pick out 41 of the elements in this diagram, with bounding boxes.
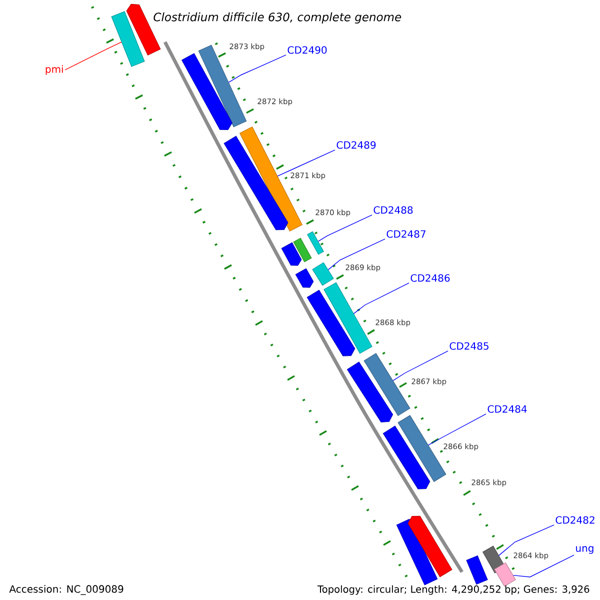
leader-line: [228, 54, 286, 83]
accession-text: Accession: NC_009089: [9, 585, 124, 595]
leader-line: [512, 554, 574, 578]
gene-block: [182, 53, 232, 130]
gene-label: CD2489: [336, 141, 376, 149]
gene-block: [364, 353, 410, 416]
leader-line: [318, 214, 372, 242]
gene-block: [382, 426, 430, 490]
leader-line: [392, 350, 448, 381]
gene-block: [111, 11, 145, 67]
gene-label: CD2484: [488, 405, 527, 413]
gene-label: CD2482: [556, 516, 594, 524]
leader-line: [328, 238, 386, 270]
leader-line: [277, 150, 336, 176]
gene-label: CD2490: [288, 46, 327, 54]
gene-block: [466, 555, 488, 585]
leader-line: [428, 414, 486, 446]
gene-block: [295, 268, 314, 288]
gene-block: [198, 44, 247, 128]
gene-label: CD2485: [450, 342, 488, 350]
gene-block: [312, 262, 334, 286]
gene-block: [494, 562, 516, 587]
gene-label: ung: [576, 546, 594, 554]
leader-line: [498, 524, 554, 556]
gene-block: [281, 242, 302, 266]
gene-label: CD2486: [410, 274, 450, 282]
gene-block: [346, 362, 394, 422]
gene-label: pmi: [46, 65, 63, 75]
gene-block: [306, 290, 356, 356]
gene-block: [224, 136, 288, 230]
gene-block: [307, 231, 324, 255]
leader-line: [353, 282, 410, 314]
gene-label: CD2487: [386, 230, 426, 238]
gene-label: CD2488: [374, 206, 413, 214]
gene-block: [293, 238, 312, 262]
leader-line: [64, 42, 122, 70]
gene-block: [324, 282, 372, 354]
map-title: Clostridium difficile 630, complete genome: [154, 12, 402, 24]
genome-info-text: Topology: circular; Length: 4,290,252 bp; Genes: 3,926: [317, 585, 590, 595]
gene-block: [408, 516, 452, 578]
gene-block: [396, 518, 438, 586]
